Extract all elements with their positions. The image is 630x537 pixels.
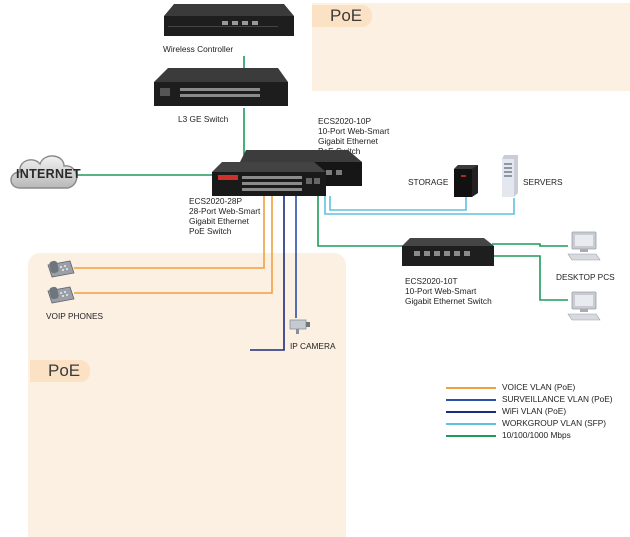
ecs2020-28p-device bbox=[212, 162, 326, 196]
link-voice-phone1 bbox=[74, 192, 265, 269]
link-10p-to-storage bbox=[329, 196, 467, 211]
l3-switch-device bbox=[154, 68, 288, 106]
wireless-controller-device bbox=[164, 4, 294, 36]
storage-label: STORAGE bbox=[408, 177, 449, 187]
voip-phone-icon-2 bbox=[47, 286, 75, 304]
ip-camera-label: IP CAMERA bbox=[290, 341, 336, 351]
ip-camera-icon bbox=[289, 319, 310, 334]
internet-label: INTERNET bbox=[16, 167, 81, 181]
ecs2020-10t-label: ECS2020-10T 10-Port Web-Smart Gigabit Et… bbox=[405, 276, 492, 306]
wireless-controller-label: Wireless Controller bbox=[163, 44, 234, 54]
poe-label-bottom: PoE bbox=[30, 360, 91, 382]
ecs2020-10t-device bbox=[402, 238, 494, 266]
legend-item-workgroup: WORKGROUP VLAN (SFP) bbox=[446, 418, 626, 428]
link-10t-to-pc2 bbox=[492, 255, 568, 301]
link-10p-to-servers bbox=[324, 196, 515, 215]
link-wifi bbox=[250, 192, 285, 351]
legend-item-wifi: WiFi VLAN (PoE) bbox=[446, 406, 626, 416]
internet-cloud-icon bbox=[10, 155, 78, 189]
link-voice-phone2 bbox=[74, 192, 273, 294]
storage-device bbox=[454, 165, 478, 197]
legend-item-surveillance: SURVEILLANCE VLAN (PoE) bbox=[446, 394, 626, 404]
desktop-pcs-label: DESKTOP PCS bbox=[556, 272, 615, 282]
servers-device bbox=[502, 155, 518, 197]
link-10t-to-pc1 bbox=[492, 243, 568, 247]
legend-item-voice: VOICE VLAN (PoE) bbox=[446, 382, 626, 392]
voip-phone-icon-1 bbox=[47, 260, 75, 278]
voip-phones-label: VOIP PHONES bbox=[46, 311, 104, 321]
desktop-pc-icon-1 bbox=[567, 231, 601, 261]
link-28p-to-10t bbox=[317, 188, 404, 247]
ecs2020-28p-label: ECS2020-28P 28-Port Web-Smart Gigabit Et… bbox=[189, 196, 261, 236]
l3-switch-label: L3 GE Switch bbox=[178, 114, 229, 124]
desktop-pc-icon-2 bbox=[567, 291, 601, 321]
legend-item-gigabit: 10/100/1000 Mbps bbox=[446, 430, 626, 440]
poe-label-top: PoE bbox=[312, 5, 373, 27]
servers-label: SERVERS bbox=[523, 177, 563, 187]
poe-zone-bottom bbox=[28, 253, 346, 537]
